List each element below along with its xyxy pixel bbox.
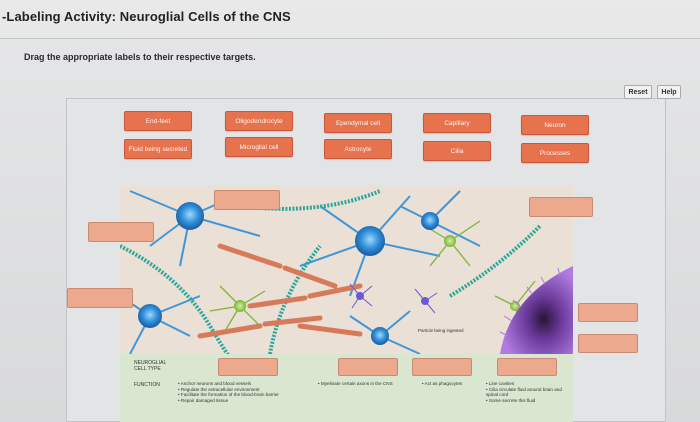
drop-target-4[interactable] bbox=[67, 288, 133, 308]
label-cilia[interactable]: Cilia bbox=[423, 141, 491, 161]
page-title: -Labeling Activity: Neuroglial Cells of … bbox=[2, 9, 291, 24]
label-astrocyte[interactable]: Astrocyte bbox=[324, 139, 392, 159]
table-drop-target-3[interactable] bbox=[412, 358, 472, 376]
drop-target-3[interactable] bbox=[88, 222, 154, 242]
table-drop-target-4[interactable] bbox=[497, 358, 557, 376]
label-fluid-being-secreted[interactable]: Fluid being secreted bbox=[124, 139, 192, 159]
row-label-cell-type: NEUROGLIAL CELL TYPE bbox=[134, 360, 167, 372]
drop-target-1[interactable] bbox=[214, 190, 280, 210]
reset-button[interactable]: Reset bbox=[624, 85, 652, 99]
label-neuron[interactable]: Neuron bbox=[521, 115, 589, 135]
drop-target-2[interactable] bbox=[529, 197, 593, 217]
function-text-oligodendrocyte: • Myelinate certain axons in the CNS bbox=[318, 381, 393, 386]
table-drop-target-1[interactable] bbox=[218, 358, 278, 376]
drop-target-6[interactable] bbox=[578, 334, 638, 353]
label-microglial-cell[interactable]: Microglial cell bbox=[225, 137, 293, 157]
neuroglia-drawing: Particle being ingested bbox=[120, 186, 573, 354]
function-text-ependymal: • Line cavities • Cilia circulate fluid … bbox=[486, 381, 562, 403]
label-oligodendrocyte[interactable]: Oligodendrocyte bbox=[225, 111, 293, 131]
drop-target-5[interactable] bbox=[578, 303, 638, 322]
instruction-text: Drag the appropriate labels to their res… bbox=[24, 52, 256, 62]
function-table: NEUROGLIAL CELL TYPE FUNCTION • Anchor n… bbox=[120, 354, 573, 422]
function-text-microglial: • Act as phagocytes bbox=[422, 381, 463, 386]
label-ependymal-cell[interactable]: Ependymal cell bbox=[324, 113, 392, 133]
label-capillary[interactable]: Capillary bbox=[423, 113, 491, 133]
help-button[interactable]: Help bbox=[657, 85, 681, 99]
row-label-function: FUNCTION bbox=[134, 382, 160, 388]
function-text-astrocyte: • Anchor neurons and blood vessels • Reg… bbox=[178, 381, 279, 403]
particle-caption: Particle being ingested bbox=[418, 328, 464, 333]
neuroglia-illustration: Particle being ingested bbox=[120, 186, 573, 354]
table-drop-target-2[interactable] bbox=[338, 358, 398, 376]
label-processes[interactable]: Processes bbox=[521, 143, 589, 163]
label-end-feet[interactable]: End-feet bbox=[124, 111, 192, 131]
